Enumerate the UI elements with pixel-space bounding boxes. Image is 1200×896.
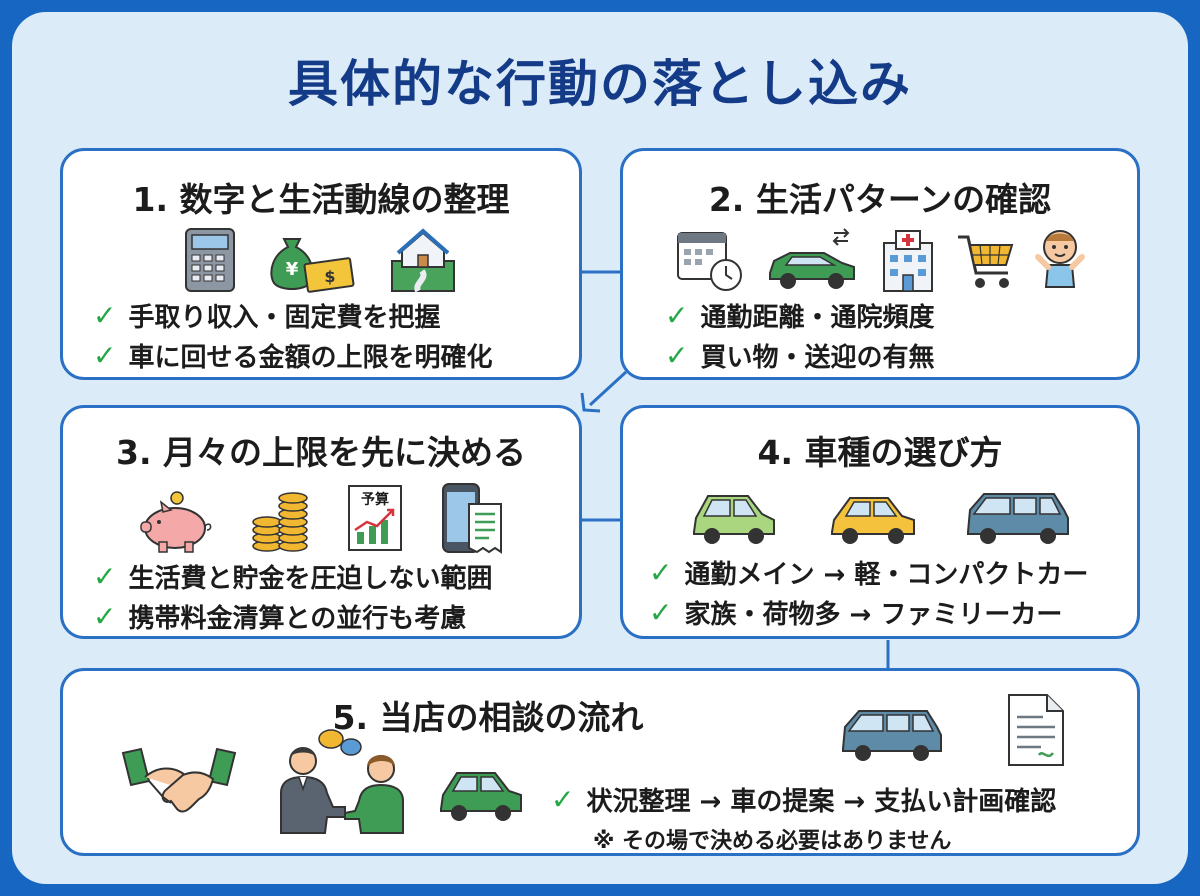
baby-icon: [1035, 230, 1085, 288]
card-numbers-lifestyle: 1. 数字と生活動線の整理 ¥ $ ✓手取り収入・固定費を把握 ✓車に回せ: [60, 148, 582, 380]
check-icon: ✓: [93, 338, 117, 372]
shopping-cart-icon: [958, 235, 1014, 288]
bullet-item: ✓ 生活費と貯金を圧迫しない範囲: [93, 556, 569, 596]
card-lifestyle-pattern: 2. 生活パターンの確認: [620, 148, 1140, 380]
svg-text:¥: ¥: [286, 259, 299, 280]
bullet-text: 家族・荷物多 → ファミリーカー: [684, 599, 1063, 630]
card-bullets: ✓ 通勤メイン → 軽・コンパクトカー ✓ 家族・荷物多 → ファミリーカー: [649, 552, 1127, 632]
consultation-icon: [280, 729, 404, 834]
bullet-item: ✓ 手取り収入・固定費を把握: [93, 295, 569, 335]
money-bag-icon: ¥ $: [270, 238, 355, 293]
card-title: 5. 当店の相談の流れ: [332, 698, 644, 737]
card-icons: ¥ $: [63, 223, 579, 293]
bullet-item: ✓ 携帯料金清算との並行も考慮: [93, 596, 569, 636]
bullet-text: 携帯料金清算との並行も考慮: [128, 603, 467, 634]
bullet-text: 買い物・送迎の有無: [700, 342, 935, 373]
card-title: 2. 生活パターンの確認: [708, 180, 1052, 219]
card-car-choice: 4. 車種の選び方 ✓ 通勤メイン → 軽・コンパクトカー ✓ 家族・荷物多 → フ…: [620, 405, 1140, 639]
bullet-item: ✓ 買い物・送迎の有無: [665, 335, 1127, 375]
bullet-text: 生活費と貯金を圧迫しない範囲: [128, 563, 493, 594]
bullet-text: 通勤メイン → 軽・コンパクトカー: [684, 559, 1089, 590]
car-commute-icon: [769, 228, 855, 289]
check-icon: ✓: [649, 595, 673, 629]
phone-receipt-icon: [442, 483, 502, 554]
document-icon: [1008, 694, 1064, 766]
card-title: 3. 月々の上限を先に決める: [116, 433, 526, 472]
card-icons: [623, 482, 1137, 546]
check-icon: ✓: [93, 298, 117, 332]
check-icon: ✓: [93, 599, 117, 633]
check-icon: ✓: [93, 559, 117, 593]
piggy-bank-icon: [140, 491, 212, 553]
card-title: 4. 車種の選び方: [757, 433, 1003, 472]
arrow-2-3: [588, 370, 628, 407]
check-icon: ✓: [665, 298, 689, 332]
handshake-icon: [121, 747, 237, 813]
budget-chart-icon: 予算: [348, 485, 402, 551]
bullet-text: 状況整理 → 車の提案 → 支払い計画確認: [586, 786, 1057, 817]
kei-car-icon: [693, 495, 775, 544]
bullet-text: 手取り収入・固定費を把握: [128, 302, 441, 333]
card-bullets: ✓ 通勤距離・通院頻度 ✓ 買い物・送迎の有無: [665, 295, 1127, 375]
card-bullets: ✓ 状況整理 → 車の提案 → 支払い計画確認: [551, 779, 1127, 819]
card-icons: 予算: [63, 478, 579, 554]
card-title: 1. 数字と生活動線の整理: [132, 180, 510, 219]
house-road-icon: [391, 228, 455, 293]
check-icon: ✓: [551, 782, 575, 816]
card-icons: [623, 221, 1137, 293]
svg-text:$: $: [324, 267, 335, 286]
car-icon: [440, 772, 522, 821]
bullet-text: 通勤距離・通院頻度: [700, 302, 935, 333]
calculator-icon: [185, 228, 235, 292]
card-bullets: ✓ 手取り収入・固定費を把握 ✓ 車に回せる金額の上限を明確化: [93, 295, 569, 375]
page-title: 具体的な行動の落とし込み: [288, 55, 912, 113]
bullet-item: ✓ 通勤距離・通院頻度: [665, 295, 1127, 335]
card-bullets: ✓ 生活費と貯金を圧迫しない範囲 ✓ 携帯料金清算との並行も考慮: [93, 556, 569, 636]
consultation-note: ※ その場で決める必要はありません: [593, 829, 952, 854]
card-monthly-limit: 3. 月々の上限を先に決める 予算: [60, 405, 582, 639]
card-consultation-flow: 5. 当店の相談の流れ ✓ 状況整理 → 車の提案 → 支払い計画確認: [60, 668, 1140, 856]
minivan-icon: [967, 493, 1069, 544]
van-icon: [842, 710, 942, 761]
hospital-icon: [883, 230, 933, 292]
calendar-clock-icon: [677, 232, 742, 291]
budget-label: 予算: [361, 491, 389, 508]
bullet-item: ✓ 車に回せる金額の上限を明確化: [93, 335, 569, 375]
compact-car-icon: [831, 497, 915, 544]
bullet-text: 車に回せる金額の上限を明確化: [128, 342, 493, 373]
coin-stack-icon: [252, 492, 308, 552]
check-icon: ✓: [649, 555, 673, 589]
bullet-item: ✓ 状況整理 → 車の提案 → 支払い計画確認: [551, 779, 1127, 819]
check-icon: ✓: [665, 338, 689, 372]
bullet-item: ✓ 家族・荷物多 → ファミリーカー: [649, 592, 1127, 632]
bullet-item: ✓ 通勤メイン → 軽・コンパクトカー: [649, 552, 1127, 592]
arrow-2-3-head: [580, 392, 601, 413]
